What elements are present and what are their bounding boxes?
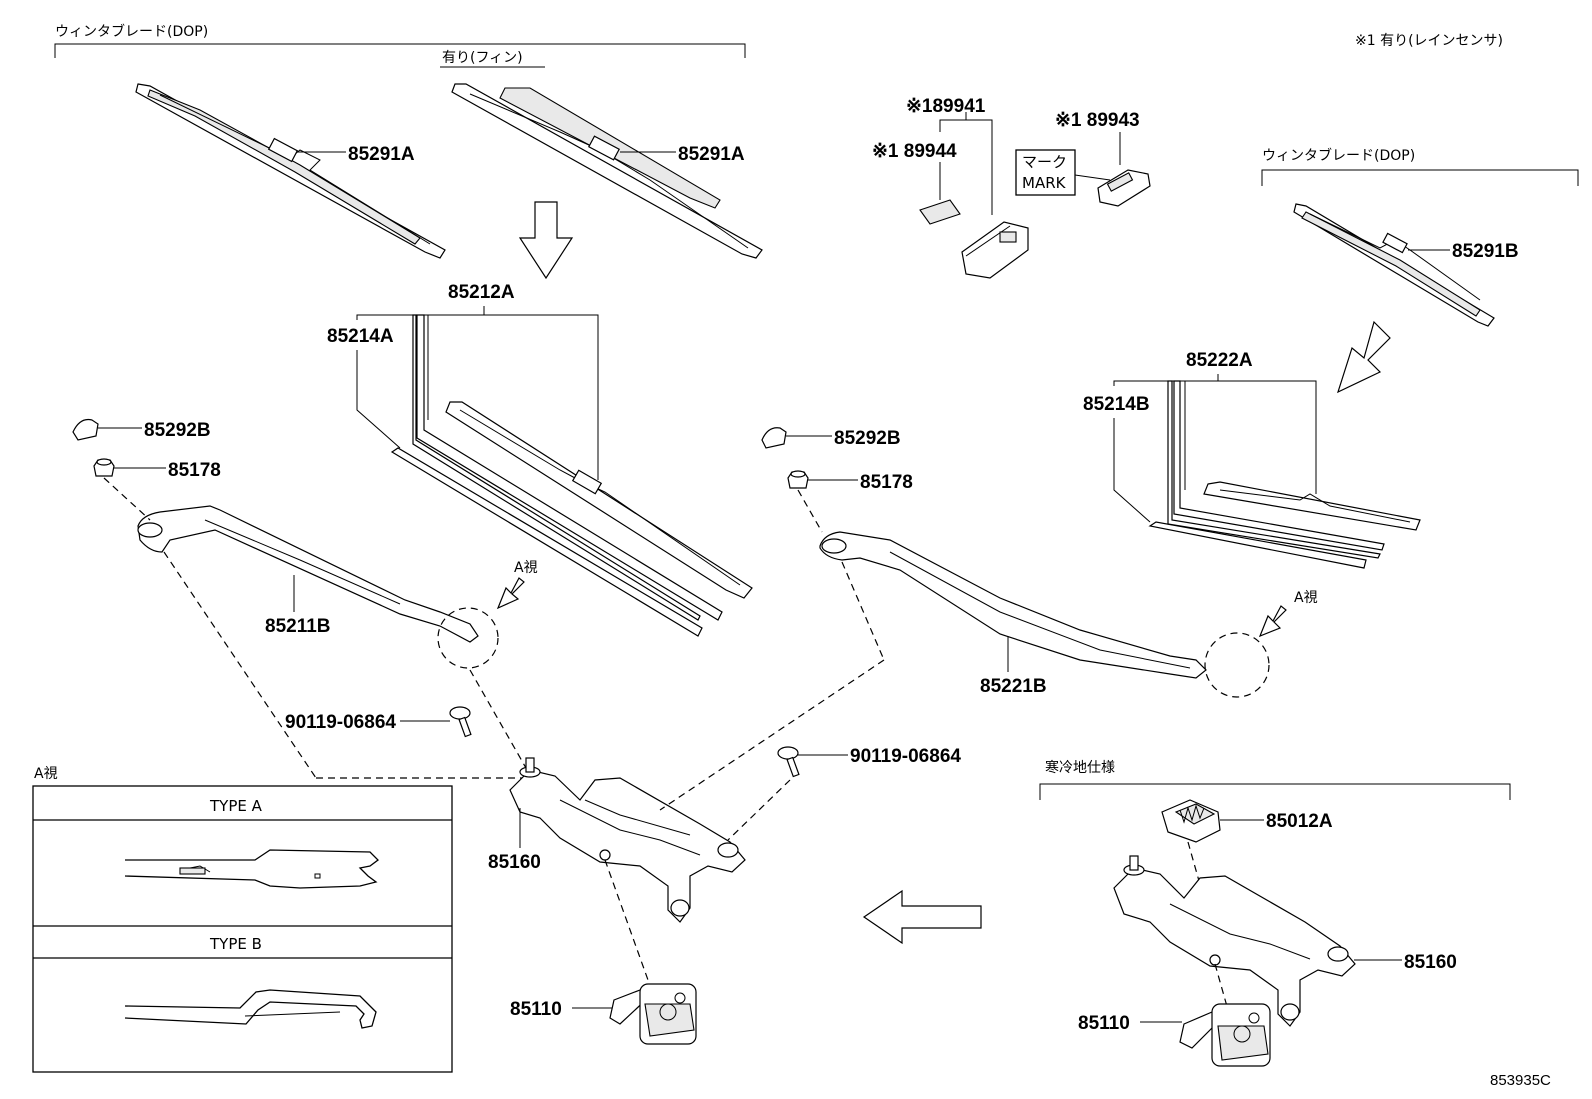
arm-cap-right-icon [761,427,787,449]
view-a-box-title: A視 [34,766,58,782]
winter-blade-right-label: ウィンタブレード(DOP) [1262,147,1415,164]
part-85214B: 85214B [1083,394,1150,415]
part-85012A: 85012A [1266,811,1333,832]
arrow-left-icon [862,889,982,945]
cold-climate-label: 寒冷地仕様 [1045,759,1115,776]
motor-left-icon [609,983,697,1045]
motor-right-icon [1179,1003,1271,1067]
view-a-right-circle [1204,632,1270,698]
part-89943: ※1 89943 [1055,110,1140,131]
bolt-right-icon [777,746,800,778]
part-90119-right: 90119-06864 [850,746,961,767]
mark-label-en: MARK [1022,174,1067,192]
view-a-left-label: A視 [514,560,538,576]
linkage-left-icon [509,757,746,923]
part-89944: ※1 89944 [872,141,957,162]
winter-blade-left-label: ウィンタブレード(DOP) [55,23,208,40]
part-85221B: 85221B [980,676,1047,697]
rain-sensor-note: ※1 有り(レインセンサ) [1355,33,1503,49]
type-b-hook-icon [124,989,377,1029]
part-85292B-left: 85292B [144,420,211,441]
part-89941: ※189941 [906,96,986,117]
wiper-blade-fin-icon [451,83,763,259]
part-85291A-1: 85291A [348,144,415,165]
part-85291A-2: 85291A [678,144,745,165]
part-85110-left: 85110 [510,999,562,1020]
part-85178-left: 85178 [168,460,221,481]
part-85160-right: 85160 [1404,952,1457,973]
wiper-blade-icon [135,83,446,259]
part-85222A: 85222A [1186,350,1253,371]
mark-box [1015,149,1076,196]
part-90119-left: 90119-06864 [285,712,396,733]
linkage-right-icon [1113,855,1356,1027]
heater-icon [1161,799,1221,843]
type-a-label: TYPE A [209,797,263,815]
arrow-view-a-left-icon [496,577,525,610]
arrow-view-a-right-icon [1258,605,1287,638]
part-85110-right: 85110 [1078,1013,1130,1034]
view-a-right-label: A視 [1294,590,1318,606]
wiper-arm-left-icon [137,505,479,643]
bolt-left-icon [449,706,472,738]
part-85212A: 85212A [448,282,515,303]
type-b-label: TYPE B [209,935,262,953]
sensor-pad-icon [919,199,961,225]
arrow-down-icon [518,201,574,280]
fin-option-label: 有り(フィン) [442,50,523,66]
part-85214A: 85214A [327,326,394,347]
part-85160-left: 85160 [488,852,541,873]
wiper-blade-right-icon [1293,203,1495,327]
rain-sensor-icon [961,221,1029,279]
blade-refill-icon [390,314,753,637]
sensor-cover-icon [1097,169,1151,207]
arrow-diag-right-icon [1337,320,1391,394]
view-a-left-circle [437,607,499,669]
nut-left-icon [93,458,115,477]
diagram-code: 853935C [1490,1072,1551,1089]
blade-refill-right-icon [1148,380,1421,569]
type-a-hook-icon [124,849,379,889]
wiper-arm-right-icon [819,531,1207,679]
winter-blade-left-group: ウィンタブレード(DOP) 有り(フィン) [54,23,746,68]
part-85178-right: 85178 [860,472,913,493]
mark-label: マーク [1022,153,1067,171]
nut-right-icon [787,470,809,489]
part-85292B-right: 85292B [834,428,901,449]
arm-cap-left-icon [72,418,99,441]
part-85211B: 85211B [265,616,331,637]
part-85291B: 85291B [1452,241,1519,262]
view-a-box [32,785,453,1073]
